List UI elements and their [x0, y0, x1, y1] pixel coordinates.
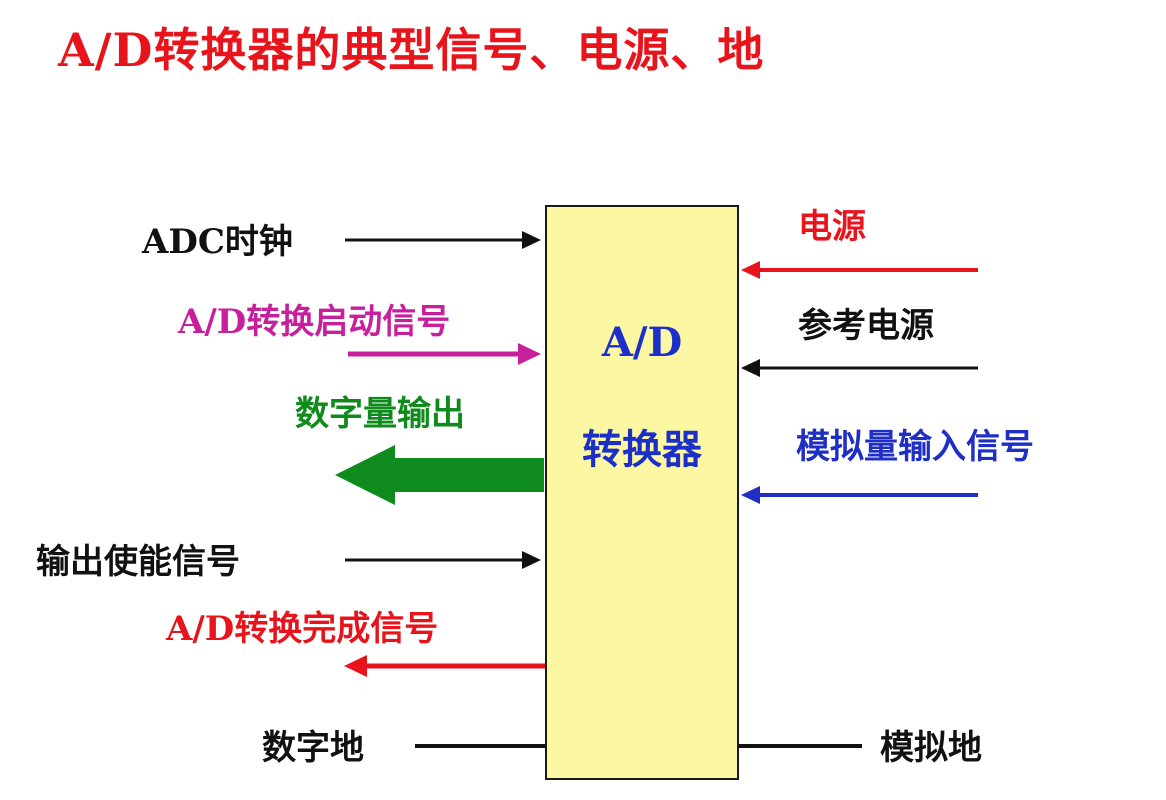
arrow-ref-power [741, 359, 978, 377]
label-power: 电源 [798, 207, 866, 247]
label-digital-ground: 数字地 [262, 728, 364, 768]
block-label-ad: A/D [601, 319, 683, 366]
arrow-output-enable [345, 551, 541, 569]
label-analog-input: 模拟量输入信号 [796, 427, 1034, 467]
arrow-analog-input [741, 486, 978, 504]
label-analog-ground: 模拟地 [880, 728, 982, 768]
arrow-start-signal [348, 343, 541, 365]
arrow-digital-output [335, 445, 544, 505]
arrow-done-signal [344, 655, 545, 677]
label-ref-power: 参考电源 [798, 306, 934, 346]
diagram-title: A/D转换器的典型信号、电源、地 [58, 23, 765, 77]
label-output-enable: 输出使能信号 [36, 542, 240, 582]
arrow-power [741, 261, 978, 279]
label-digital-output: 数字量输出 [295, 394, 465, 434]
label-start-signal: A/D转换启动信号 [178, 302, 451, 342]
arrow-adc-clock [345, 231, 541, 249]
ad-converter-block: A/D 转换器 [545, 205, 739, 780]
block-label-converter: 转换器 [582, 426, 702, 473]
label-adc-clock: ADC时钟 [142, 222, 293, 262]
label-done-signal: A/D转换完成信号 [166, 609, 439, 649]
